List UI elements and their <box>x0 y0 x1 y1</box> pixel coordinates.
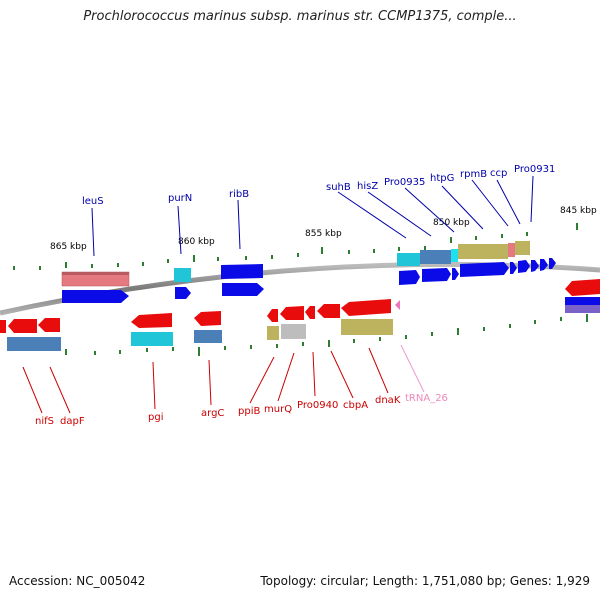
reverse-callouts <box>22 347 389 414</box>
feature-ccp[interactable] <box>518 260 530 273</box>
feature-pro0931[interactable] <box>531 260 539 272</box>
feature-suhb[interactable] <box>399 270 420 285</box>
label-pgi: pgi <box>148 412 163 423</box>
feature-nifs-rna[interactable] <box>7 337 38 351</box>
label-purn: purN <box>168 193 192 204</box>
feature-dnak-rna[interactable] <box>341 319 393 335</box>
genome-summary-text: Topology: circular; Length: 1,751,080 bp… <box>260 574 590 588</box>
feature-ccp-rna[interactable] <box>515 241 530 255</box>
feature-ppib-rna[interactable] <box>267 326 279 340</box>
forward-callouts <box>91 175 534 257</box>
feature-argc-rna[interactable] <box>194 330 222 343</box>
feature-ribb-2[interactable] <box>222 283 264 296</box>
reverse-gene-labels: nifS dapF pgi argC ppiB murQ Pro0940 cbp… <box>35 393 448 427</box>
feature-purn-rna[interactable] <box>174 268 191 282</box>
label-murq: murQ <box>264 404 292 415</box>
label-nifs: nifS <box>35 416 54 427</box>
forward-features <box>61 241 600 313</box>
label-rpmb: rpmB <box>460 169 487 180</box>
feature-hisz[interactable] <box>422 268 451 282</box>
feature-dnak[interactable] <box>341 299 391 316</box>
feature-rpmb-rna[interactable] <box>508 243 515 257</box>
feature-cbpa[interactable] <box>317 304 340 318</box>
feature-pgi[interactable] <box>131 313 172 328</box>
map-title: Prochlorococcus marinus subsp. marinus s… <box>83 9 517 24</box>
feature-dapf-rna[interactable] <box>38 337 61 351</box>
feature-trna26[interactable] <box>395 300 400 310</box>
feature-edge-blue[interactable] <box>565 297 600 306</box>
accession-text: Accession: NC_005042 <box>9 574 146 588</box>
forward-gene-labels: leuS purN ribB suhB hisZ Pro0935 htpG rp… <box>82 164 555 207</box>
label-cbpa: cbpA <box>343 400 368 411</box>
feature-suhb-rna[interactable] <box>397 253 420 266</box>
feature-fwd-b[interactable] <box>549 258 556 269</box>
feature-murq-rna[interactable] <box>281 324 306 339</box>
feature-pgi-rna[interactable] <box>131 332 173 346</box>
feature-pro0935-rna[interactable] <box>451 249 458 262</box>
feature-ribb[interactable] <box>221 264 263 279</box>
label-ppib: ppiB <box>238 406 260 417</box>
feature-pro0940[interactable] <box>305 306 315 319</box>
feature-pro0935[interactable] <box>452 268 459 280</box>
label-leus: leuS <box>82 196 104 207</box>
feature-htpg[interactable] <box>460 262 509 277</box>
feature-hisz-rna[interactable] <box>420 250 451 264</box>
feature-nifs[interactable] <box>8 319 37 333</box>
reverse-features <box>0 299 400 351</box>
feature-edge-red[interactable] <box>565 279 600 296</box>
feature-dapf[interactable] <box>38 318 60 332</box>
feature-edge-purple[interactable] <box>565 305 600 313</box>
label-pro0940: Pro0940 <box>297 400 338 411</box>
label-pro0931: Pro0931 <box>514 164 555 175</box>
scale-label-845: 845 kbp <box>560 206 597 216</box>
label-argc: argC <box>201 408 224 419</box>
scale-label-850: 850 kbp <box>433 218 470 228</box>
feature-rpmb[interactable] <box>510 262 517 274</box>
feature-murq[interactable] <box>280 306 304 320</box>
feature-htpg-rna[interactable] <box>458 244 508 259</box>
label-trna26: tRNA_26 <box>405 393 448 404</box>
label-pro0935: Pro0935 <box>384 177 425 188</box>
label-dapf: dapF <box>60 416 85 427</box>
scale-ticks-outer <box>13 223 578 270</box>
scale-labels: 865 kbp 860 kbp 855 kbp 850 kbp 845 kbp <box>50 206 597 252</box>
label-hisz: hisZ <box>357 181 378 192</box>
label-dnak: dnaK <box>375 395 401 406</box>
label-ribb: ribB <box>229 189 249 200</box>
feature-leus[interactable] <box>62 290 129 303</box>
feature-ppib[interactable] <box>267 309 278 322</box>
label-htpg: htpG <box>430 173 454 184</box>
scale-label-855: 855 kbp <box>305 229 342 239</box>
trna-callout <box>400 344 425 393</box>
label-suhb: suhB <box>326 182 351 193</box>
scale-label-860: 860 kbp <box>178 237 215 247</box>
feature-argc[interactable] <box>194 311 221 326</box>
feature-fwd-a[interactable] <box>540 259 548 271</box>
feature-rev-edge[interactable] <box>0 320 6 333</box>
feature-purn[interactable] <box>175 287 191 299</box>
label-ccp: ccp <box>490 168 507 179</box>
scale-label-865: 865 kbp <box>50 242 87 252</box>
